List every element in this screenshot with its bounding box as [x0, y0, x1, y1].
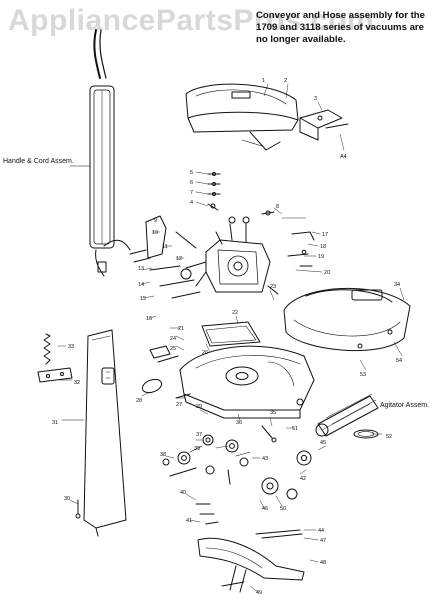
part-number-11[interactable]: 11	[162, 244, 168, 250]
notice-line-1: Conveyor and Hose assembly for the	[256, 10, 426, 21]
part-number-33[interactable]: 33	[68, 344, 74, 350]
gasket-seal[interactable]	[201, 321, 261, 347]
handle-cord-assembly-callout[interactable]: Handle & Cord Assem.	[3, 158, 74, 165]
mounting-bracket[interactable]	[299, 109, 349, 141]
bottom-plate-lever[interactable]	[197, 537, 305, 593]
part-number-18[interactable]: 18	[320, 244, 326, 250]
availability-notice: Conveyor and Hose assembly for the 1709 …	[256, 10, 441, 46]
part-number-53[interactable]: 53	[360, 372, 366, 378]
part-number-24[interactable]: 24	[170, 336, 176, 342]
front-bumper-shroud[interactable]	[283, 287, 411, 352]
leader-lines	[57, 83, 405, 593]
agitator-assembly-callout[interactable]: Agitator Assem.	[380, 402, 430, 409]
part-number-38[interactable]: 38	[160, 452, 166, 458]
hood-cover[interactable]	[185, 83, 299, 151]
bag-bottom-bolt[interactable]	[75, 499, 81, 519]
outer-bag[interactable]	[61, 329, 127, 537]
part-number-15[interactable]: 15	[140, 296, 146, 302]
part-number-47[interactable]: 47	[320, 538, 326, 544]
notice-line-3: no longer available.	[256, 34, 346, 45]
part-number-10[interactable]: 10	[152, 230, 158, 236]
part-number-42[interactable]: 42	[300, 476, 306, 482]
part-number-36[interactable]: 36	[236, 420, 242, 426]
latch-parts[interactable]	[141, 345, 191, 399]
part-number-48[interactable]: 48	[320, 560, 326, 566]
part-number-35[interactable]: 35	[270, 410, 276, 416]
part-number-41[interactable]: 41	[186, 518, 192, 524]
switch-cord-parts[interactable]	[129, 215, 201, 299]
part-number-46[interactable]: 46	[262, 506, 268, 512]
motor-assembly[interactable]	[185, 216, 279, 295]
part-number-39[interactable]: 39	[194, 446, 200, 452]
part-number-labels: 1 2 3 4 5 6 7 8 9 10 11 12 13 14 15 16 1…	[52, 78, 402, 596]
part-number-3[interactable]: 3	[314, 96, 317, 102]
pedal-linkage[interactable]	[287, 231, 315, 267]
base-nozzle-housing[interactable]	[179, 345, 315, 419]
notice-line-2: 1709 and 3118 series of vacuums are	[256, 22, 424, 33]
part-number-31[interactable]: 31	[52, 420, 58, 426]
part-number-28[interactable]: 28	[136, 398, 142, 404]
wheel-bearing-set[interactable]	[162, 425, 312, 500]
part-number-26[interactable]: 26	[202, 350, 208, 356]
agitator-assembly[interactable]	[315, 393, 379, 439]
part-number-29[interactable]: 29	[196, 404, 202, 410]
part-number-7[interactable]: 7	[190, 190, 193, 196]
part-number-54[interactable]: 54	[396, 358, 402, 364]
part-number-17[interactable]: 17	[322, 232, 328, 238]
part-number-52[interactable]: 52	[386, 434, 392, 440]
part-number-44[interactable]: 44	[318, 528, 324, 534]
part-number-30[interactable]: 30	[64, 496, 70, 502]
part-number-A4[interactable]: A4	[340, 154, 347, 160]
part-number-23[interactable]: 23	[270, 284, 276, 290]
part-number-4[interactable]: 4	[190, 200, 193, 206]
bag-clip[interactable]	[37, 367, 73, 383]
part-number-21[interactable]: 21	[178, 326, 184, 332]
part-number-12[interactable]: 12	[176, 256, 182, 262]
part-number-19[interactable]: 19	[318, 254, 324, 260]
part-number-2[interactable]: 2	[284, 78, 287, 84]
fastener-set[interactable]	[207, 172, 275, 216]
part-number-27[interactable]: 27	[176, 402, 182, 408]
part-number-34[interactable]: 34	[394, 282, 400, 288]
part-number-45[interactable]: 45	[320, 440, 326, 446]
part-number-20[interactable]: 20	[324, 270, 330, 276]
part-number-37[interactable]: 37	[196, 432, 202, 438]
handle-cord-assembly[interactable]	[69, 29, 131, 277]
part-number-50[interactable]: 50	[280, 506, 286, 512]
part-number-6[interactable]: 6	[190, 180, 193, 186]
part-number-8[interactable]: 8	[276, 204, 279, 210]
part-number-32[interactable]: 32	[74, 380, 80, 386]
part-number-1[interactable]: 1	[262, 78, 265, 84]
part-number-51[interactable]: 51	[292, 426, 298, 432]
part-number-16[interactable]: 16	[146, 316, 152, 322]
bottom-screws[interactable]	[195, 503, 303, 539]
part-number-14[interactable]: 14	[138, 282, 144, 288]
part-number-5[interactable]: 5	[190, 170, 193, 176]
part-number-49[interactable]: 49	[256, 590, 262, 596]
part-number-22[interactable]: 22	[232, 310, 238, 316]
part-number-43[interactable]: 43	[262, 456, 268, 462]
part-number-25[interactable]: 25	[170, 346, 176, 352]
part-number-40[interactable]: 40	[180, 490, 186, 496]
bag-spring[interactable]	[43, 333, 51, 365]
watermark: AppliancePartsPros.com	[8, 4, 375, 37]
part-number-13[interactable]: 13	[138, 266, 144, 272]
part-number-9[interactable]: 9	[154, 218, 157, 224]
